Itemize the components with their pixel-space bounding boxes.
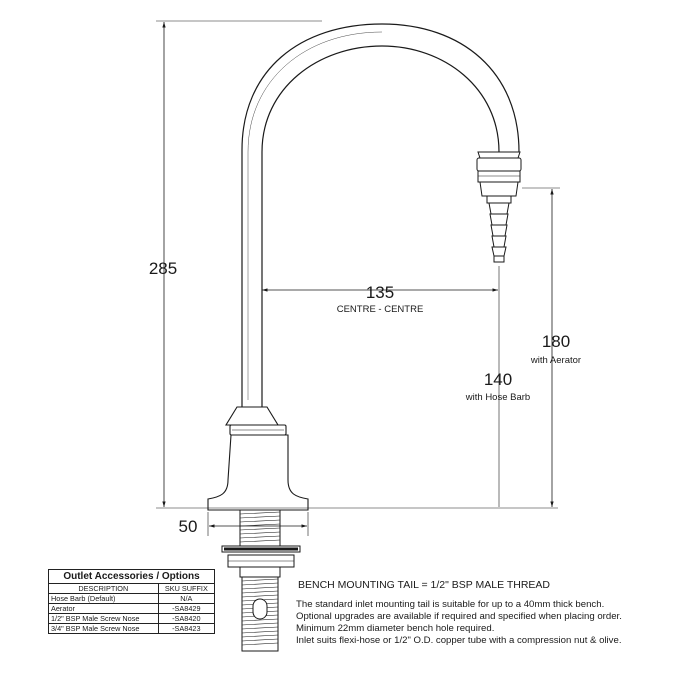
notes-line-3: Minimum 22mm diameter bench hole require… xyxy=(296,623,494,634)
notes-line-1: The standard inlet mounting tail is suit… xyxy=(296,599,604,610)
table-row: 3/4" BSP Male Screw Nose -SA8423 xyxy=(48,623,216,634)
row-description: 3/4" BSP Male Screw Nose xyxy=(48,623,159,634)
dim-140-caption: with Hose Barb xyxy=(465,392,530,403)
table-header-row: DESCRIPTION SKU SUFFIX xyxy=(48,583,216,594)
row-description: 1/2" BSP Male Screw Nose xyxy=(48,613,159,624)
dimension-lines xyxy=(156,20,560,536)
table-row: Hose Barb (Default) N/A xyxy=(48,593,216,604)
row-sku: -SA8429 xyxy=(157,603,216,614)
row-sku: -SA8420 xyxy=(157,613,216,624)
spout-collar xyxy=(225,406,287,436)
dim-180-caption: with Aerator xyxy=(530,355,581,366)
row-sku: -SA8423 xyxy=(157,623,216,634)
dim-135-caption: CENTRE - CENTRE xyxy=(337,304,424,315)
tap-base xyxy=(207,434,309,511)
table-row: Aerator -SA8429 xyxy=(48,603,216,614)
gooseneck-spout xyxy=(241,23,520,407)
row-description: Aerator xyxy=(48,603,159,614)
notes-line-2: Optional upgrades are available if requi… xyxy=(296,611,622,622)
accessories-table: Outlet Accessories / Options DESCRIPTION… xyxy=(48,569,216,634)
notes-line-4: Inlet suits flexi-hose or 1/2" O.D. copp… xyxy=(296,635,622,646)
mounting-tail xyxy=(221,509,301,652)
row-sku: N/A xyxy=(157,593,216,604)
hose-barb-outlet xyxy=(476,151,522,263)
table-row: 1/2" BSP Male Screw Nose -SA8420 xyxy=(48,613,216,624)
dim-285-value: 285 xyxy=(149,259,177,278)
table-title-row: Outlet Accessories / Options xyxy=(48,569,215,584)
dim-135-value: 135 xyxy=(366,283,394,302)
dim-180-value: 180 xyxy=(542,332,570,351)
column-header-sku: SKU SUFFIX xyxy=(157,583,216,594)
dim-140-value: 140 xyxy=(484,370,512,389)
notes-title: BENCH MOUNTING TAIL = 1/2" BSP MALE THRE… xyxy=(298,579,550,591)
table-title: Outlet Accessories / Options xyxy=(48,569,215,584)
row-description: Hose Barb (Default) xyxy=(48,593,159,604)
dim-50-value: 50 xyxy=(179,517,198,536)
column-header-description: DESCRIPTION xyxy=(48,583,159,594)
